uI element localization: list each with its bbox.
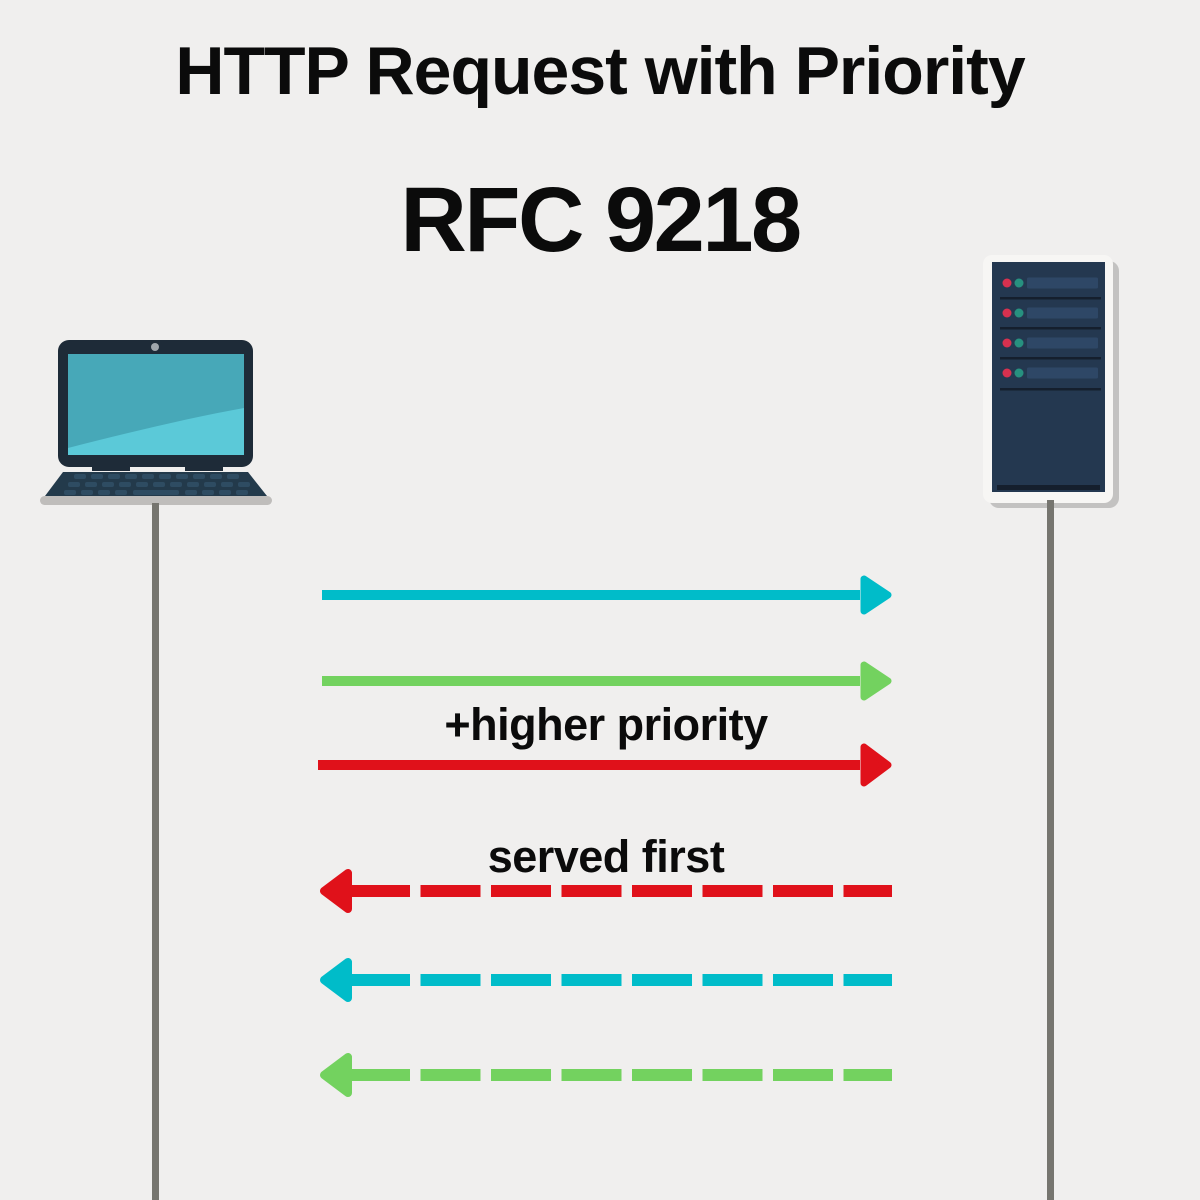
laptop-client-icon bbox=[40, 340, 272, 505]
server-led-red bbox=[1002, 278, 1012, 378]
arrowhead bbox=[320, 869, 352, 913]
response-arrow-2 bbox=[318, 956, 894, 1004]
rfc-number: RFC 9218 bbox=[400, 169, 802, 271]
request-arrow-1 bbox=[318, 571, 894, 619]
request-arrow-3 bbox=[318, 741, 894, 789]
arrowhead bbox=[860, 575, 892, 615]
response-arrow-1 bbox=[318, 867, 894, 915]
server-drive-bars bbox=[1027, 277, 1098, 379]
server-icon bbox=[983, 255, 1119, 508]
server-lifeline bbox=[1047, 500, 1054, 1200]
arrowhead bbox=[320, 958, 352, 1002]
laptop-base-edge bbox=[40, 496, 272, 505]
served-first-label: served first bbox=[487, 831, 725, 882]
laptop-keyboard-keys bbox=[64, 474, 250, 495]
arrowhead bbox=[860, 743, 892, 787]
arrowhead bbox=[320, 1053, 352, 1097]
client-lifeline bbox=[152, 503, 159, 1200]
laptop-screen-highlight bbox=[68, 408, 244, 455]
higher-priority-label: +higher priority bbox=[444, 699, 768, 750]
server-slot-lines bbox=[997, 297, 1101, 490]
arrowhead bbox=[860, 661, 892, 701]
response-arrow-3 bbox=[318, 1051, 894, 1099]
page-title: HTTP Request with Priority bbox=[175, 33, 1025, 109]
server-led-teal bbox=[1014, 278, 1024, 378]
laptop-camera bbox=[151, 343, 159, 351]
request-arrow-2 bbox=[318, 657, 894, 705]
